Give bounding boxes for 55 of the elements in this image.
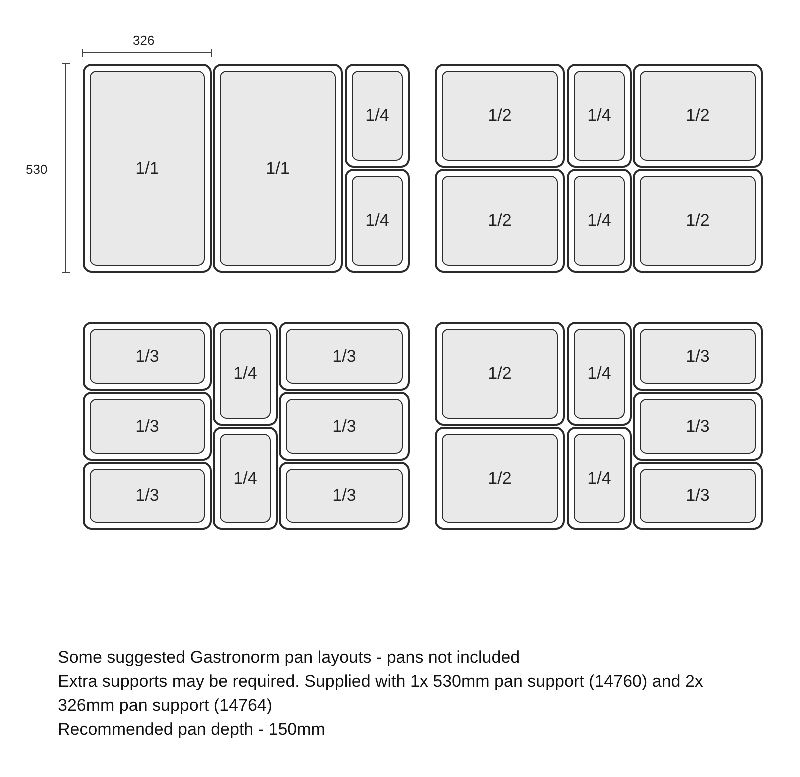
pan-size-label: 1/4 bbox=[588, 468, 612, 488]
pan-size-label: 1/3 bbox=[332, 486, 356, 506]
pan-outline bbox=[567, 427, 632, 530]
pan-outline bbox=[279, 392, 410, 461]
pan-outline bbox=[213, 64, 343, 273]
dimension-label: 326 bbox=[133, 33, 155, 48]
pan-outline bbox=[567, 322, 632, 426]
pan-outline bbox=[567, 169, 632, 273]
pan-size-label: 1/3 bbox=[686, 416, 710, 436]
dimension-label: 530 bbox=[26, 162, 48, 177]
pan-size-label: 1/2 bbox=[488, 468, 512, 488]
pan-size-label: 1/2 bbox=[488, 211, 512, 231]
caption-text: Some suggested Gastronorm pan layouts - pans not included bbox=[58, 647, 520, 669]
pan-size-label: 1/2 bbox=[488, 364, 512, 384]
pan-size-label: 1/3 bbox=[136, 346, 160, 366]
pan-size-label: 1/3 bbox=[686, 346, 710, 366]
pan-outline bbox=[633, 392, 763, 461]
pan-outline bbox=[567, 64, 632, 168]
caption-text: Extra supports may be required. Supplied with 1x 530mm pan support (14760) and 2x 326mm pan support (14764) bbox=[58, 671, 704, 717]
pan-size-label: 1/3 bbox=[686, 486, 710, 506]
pan-size-label: 1/4 bbox=[588, 106, 612, 126]
pan-outline bbox=[83, 392, 212, 461]
pan-size-label: 1/4 bbox=[234, 364, 258, 384]
pan-size-label: 1/3 bbox=[332, 416, 356, 436]
pan-outline bbox=[633, 322, 763, 391]
pan-size-label: 1/4 bbox=[366, 211, 390, 231]
pan-size-label: 1/3 bbox=[136, 416, 160, 436]
pan-outline bbox=[83, 64, 212, 273]
pan-size-label: 1/2 bbox=[488, 106, 512, 126]
pan-size-label: 1/4 bbox=[588, 211, 612, 231]
pan-size-label: 1/3 bbox=[136, 486, 160, 506]
pan-size-label: 1/2 bbox=[686, 106, 710, 126]
pan-outline bbox=[213, 427, 278, 530]
pan-outline bbox=[633, 169, 763, 273]
pan-size-label: 1/3 bbox=[332, 346, 356, 366]
pan-size-label: 1/4 bbox=[366, 106, 390, 126]
pan-size-label: 1/1 bbox=[136, 158, 160, 178]
caption-text: Recommended pan depth - 150mm bbox=[58, 719, 326, 741]
pan-outline bbox=[213, 322, 278, 426]
pan-size-label: 1/4 bbox=[234, 468, 258, 488]
pan-outline bbox=[435, 322, 565, 426]
pan-outline bbox=[279, 462, 410, 530]
pan-outline bbox=[435, 169, 565, 273]
pan-outline bbox=[435, 64, 565, 168]
pan-outline bbox=[345, 64, 410, 168]
pan-outline bbox=[83, 322, 212, 391]
pan-size-label: 1/4 bbox=[588, 364, 612, 384]
pan-size-label: 1/1 bbox=[266, 158, 290, 178]
pan-outline bbox=[633, 462, 763, 530]
pan-size-label: 1/2 bbox=[686, 211, 710, 231]
pan-outline bbox=[279, 322, 410, 391]
pan-outline bbox=[633, 64, 763, 168]
pan-outline bbox=[345, 169, 410, 273]
pan-outline bbox=[435, 427, 565, 530]
pan-outline bbox=[83, 462, 212, 530]
